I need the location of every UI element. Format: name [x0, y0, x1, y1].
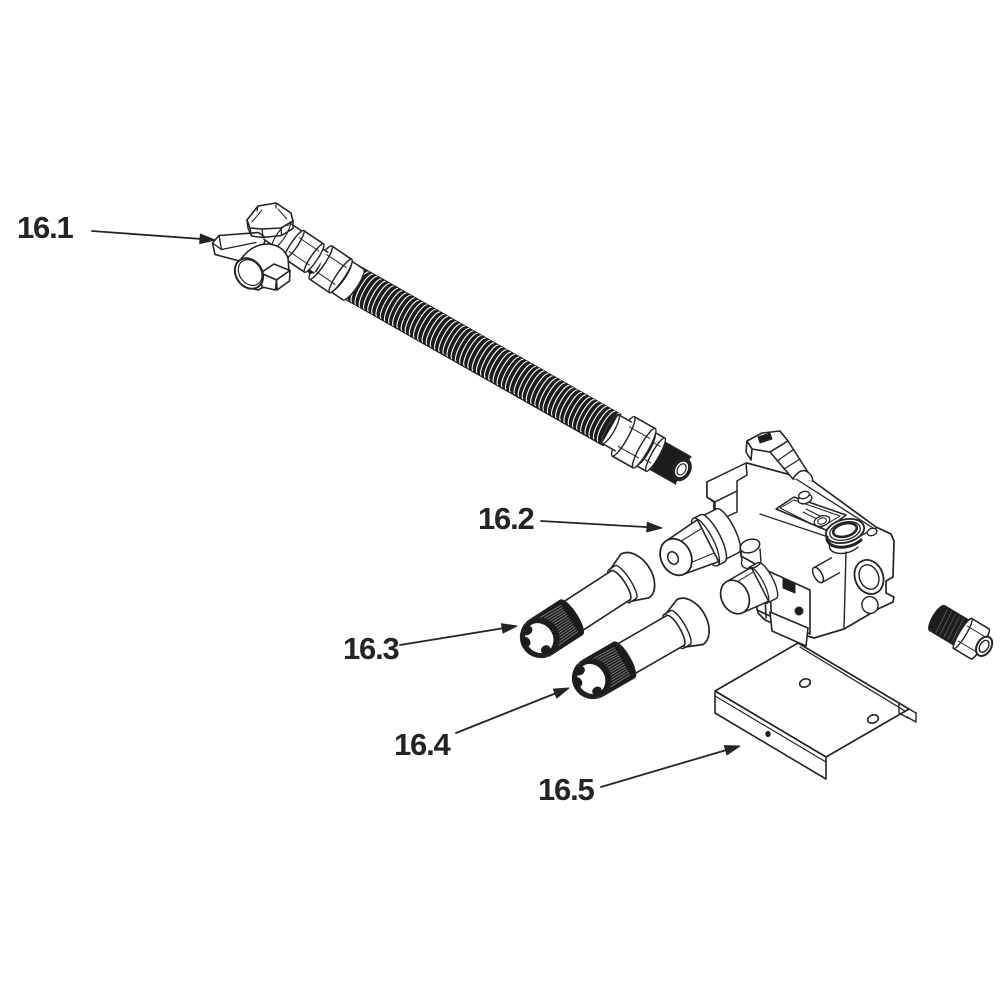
svg-text:16.5: 16.5 — [538, 772, 594, 807]
svg-text:16.2: 16.2 — [478, 501, 534, 536]
svg-text:16.1: 16.1 — [17, 210, 73, 245]
svg-text:16.4: 16.4 — [394, 727, 451, 762]
svg-text:16.3: 16.3 — [343, 631, 399, 666]
